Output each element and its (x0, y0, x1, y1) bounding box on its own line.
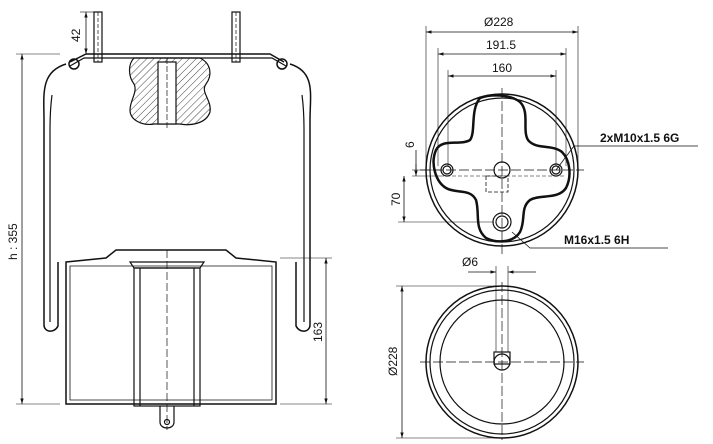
bolt-circle-label: 191.5 (486, 38, 516, 52)
offset-vertical-label: 70 (389, 192, 403, 206)
small-diameter-label: Ø6 (462, 255, 478, 269)
thread-top-label: 2xM10x1.5 6G (600, 131, 679, 145)
thread-center-label: M16x1.5 6H (564, 233, 629, 247)
piston (65, 249, 277, 405)
bellow (43, 63, 67, 332)
inner-width-label: 160 (492, 61, 512, 75)
offset-small-label: 6 (403, 141, 417, 148)
outer-diameter-label: Ø228 (484, 15, 514, 29)
piston-height-label: 163 (311, 322, 325, 342)
height-label: h : 355 (6, 223, 20, 260)
bottom-diameter-label: Ø228 (386, 346, 400, 376)
cross-plate (432, 94, 571, 243)
side-view (16, 11, 332, 430)
stud-height-label: 42 (69, 28, 83, 42)
top-plate (69, 53, 285, 63)
top-view (398, 26, 698, 256)
bottom-view (396, 266, 584, 440)
